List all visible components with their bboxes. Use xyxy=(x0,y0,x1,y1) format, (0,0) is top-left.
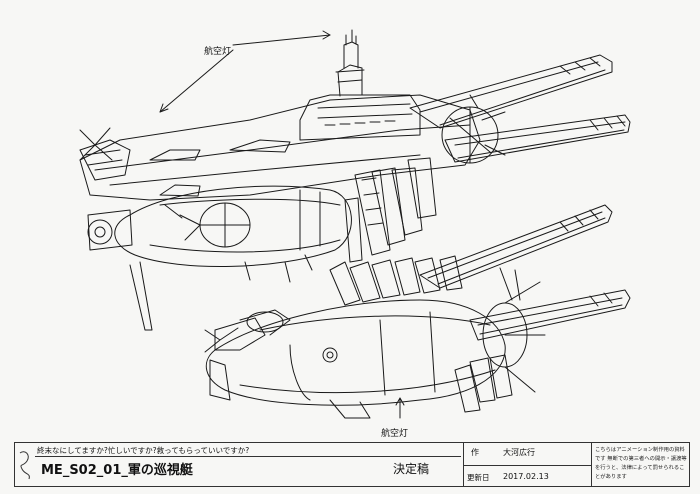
airship-line-art xyxy=(79,29,631,419)
author-label: 作 xyxy=(471,448,479,457)
updated-label: 更新日 xyxy=(467,473,490,482)
title-block: 終末なにしてますか?忙しいですか?救ってもらっていいですか? ME_S02_01… xyxy=(14,442,690,487)
logo-mark xyxy=(17,447,33,483)
lower-ship-drawing xyxy=(204,204,631,419)
author-name: 大河広行 xyxy=(503,448,535,457)
upper-ship-drawing xyxy=(79,29,631,331)
confidentiality-note: こちらはアニメーション制作用の資料です 無断での第三者への開示・譲渡等を行うと、… xyxy=(595,447,687,480)
drawing-title: ME_S02_01_軍の巡視艇 xyxy=(41,463,193,478)
logo-glyph-icon xyxy=(19,451,30,480)
updated-date: 2017.02.13 xyxy=(503,472,549,481)
nav-light-callout-lower: 航空灯 xyxy=(381,429,409,439)
nav-light-callout-upper: 航空灯 xyxy=(204,47,232,57)
drawing-status: 決定稿 xyxy=(393,462,430,476)
series-subtitle: 終末なにしてますか?忙しいですか?救ってもらっていいですか? xyxy=(37,446,250,455)
